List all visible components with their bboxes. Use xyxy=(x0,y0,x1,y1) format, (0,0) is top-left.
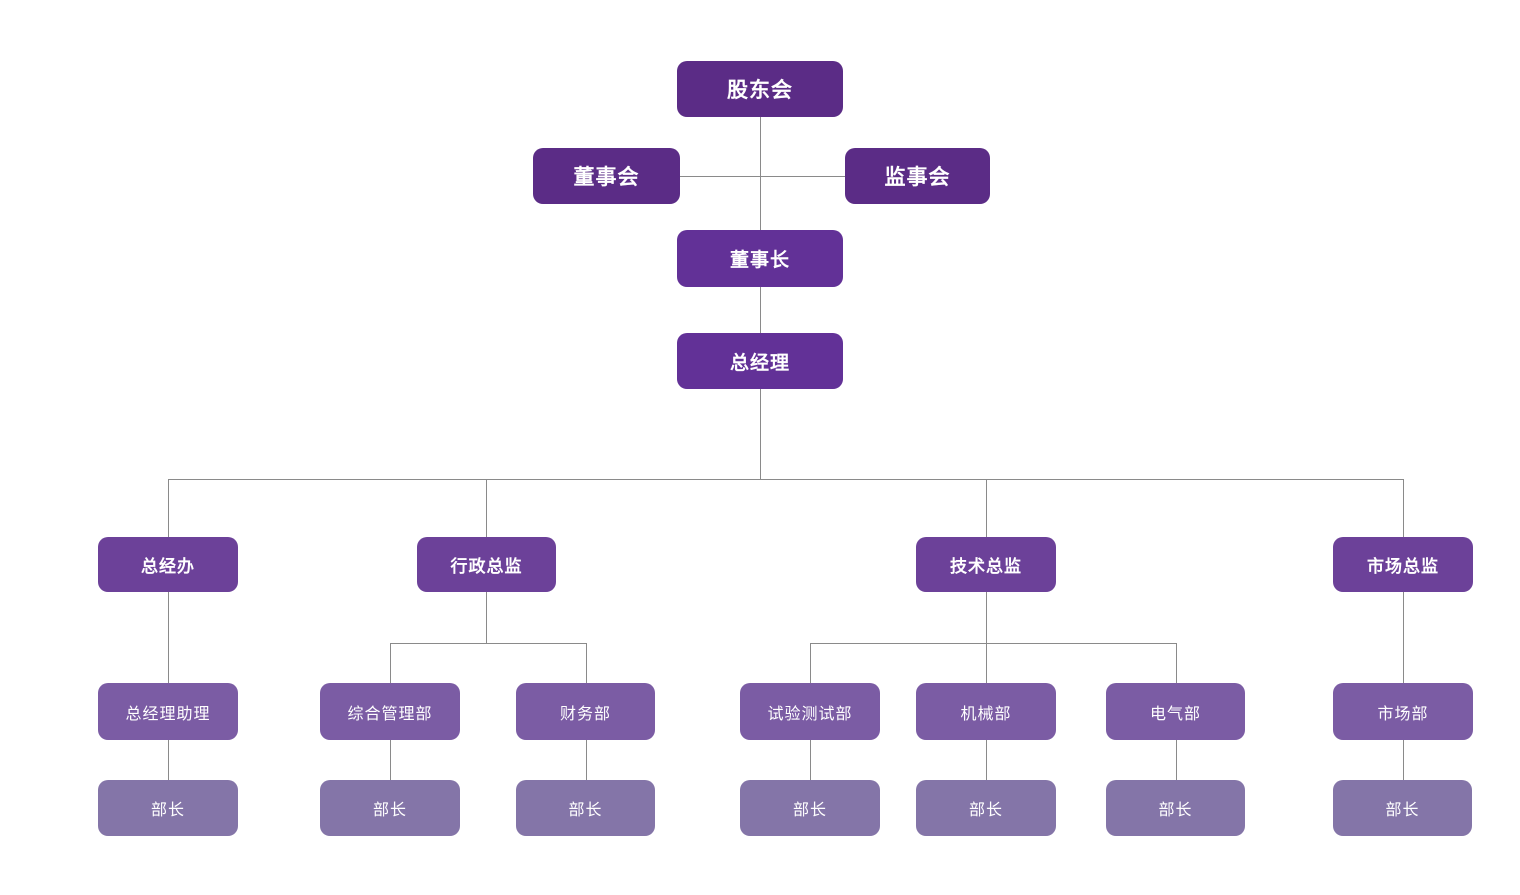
connector-line xyxy=(1403,740,1404,780)
node-gm-assistant: 总经理助理 xyxy=(98,683,238,740)
node-admin-director: 行政总监 xyxy=(417,537,556,592)
node-testing-dept: 试验测试部 xyxy=(740,683,880,740)
node-supervisory-board: 监事会 xyxy=(845,148,990,204)
connector-line xyxy=(986,479,987,537)
connector-line xyxy=(986,740,987,780)
connector-line xyxy=(680,176,845,177)
node-minister: 部长 xyxy=(916,780,1056,836)
connector-line xyxy=(810,643,1176,644)
connector-line xyxy=(986,643,987,683)
connector-line xyxy=(1176,740,1177,780)
connector-line xyxy=(390,740,391,780)
node-general-admin-dept: 综合管理部 xyxy=(320,683,460,740)
connector-line xyxy=(760,287,761,333)
node-minister: 部长 xyxy=(516,780,655,836)
node-tech-director: 技术总监 xyxy=(916,537,1056,592)
connector-line xyxy=(168,479,169,537)
node-marketing-dept: 市场部 xyxy=(1333,683,1473,740)
connector-line xyxy=(760,117,761,230)
connector-line xyxy=(168,740,169,780)
connector-line xyxy=(810,643,811,683)
node-minister: 部长 xyxy=(1333,780,1472,836)
connector-line xyxy=(168,592,169,683)
node-chairman: 董事长 xyxy=(677,230,843,287)
connector-line xyxy=(760,389,761,479)
node-marketing-director: 市场总监 xyxy=(1333,537,1473,592)
node-mechanical-dept: 机械部 xyxy=(916,683,1056,740)
node-minister: 部长 xyxy=(1106,780,1245,836)
connector-line xyxy=(986,592,987,643)
connector-line xyxy=(390,643,586,644)
connector-line xyxy=(1403,479,1404,537)
connector-line xyxy=(486,479,487,537)
connector-line xyxy=(810,740,811,780)
node-gm-office: 总经办 xyxy=(98,537,238,592)
connector-line xyxy=(1403,592,1404,683)
connector-line xyxy=(586,643,587,683)
connector-line xyxy=(586,740,587,780)
connector-line xyxy=(486,592,487,643)
connector-line xyxy=(390,643,391,683)
node-finance-dept: 财务部 xyxy=(516,683,655,740)
node-board-of-directors: 董事会 xyxy=(533,148,680,204)
node-electrical-dept: 电气部 xyxy=(1106,683,1245,740)
node-minister: 部长 xyxy=(740,780,880,836)
connector-line xyxy=(168,479,1403,480)
node-minister: 部长 xyxy=(98,780,238,836)
node-minister: 部长 xyxy=(320,780,460,836)
node-shareholders-meeting: 股东会 xyxy=(677,61,843,117)
connector-line xyxy=(1176,643,1177,683)
node-general-manager: 总经理 xyxy=(677,333,843,389)
